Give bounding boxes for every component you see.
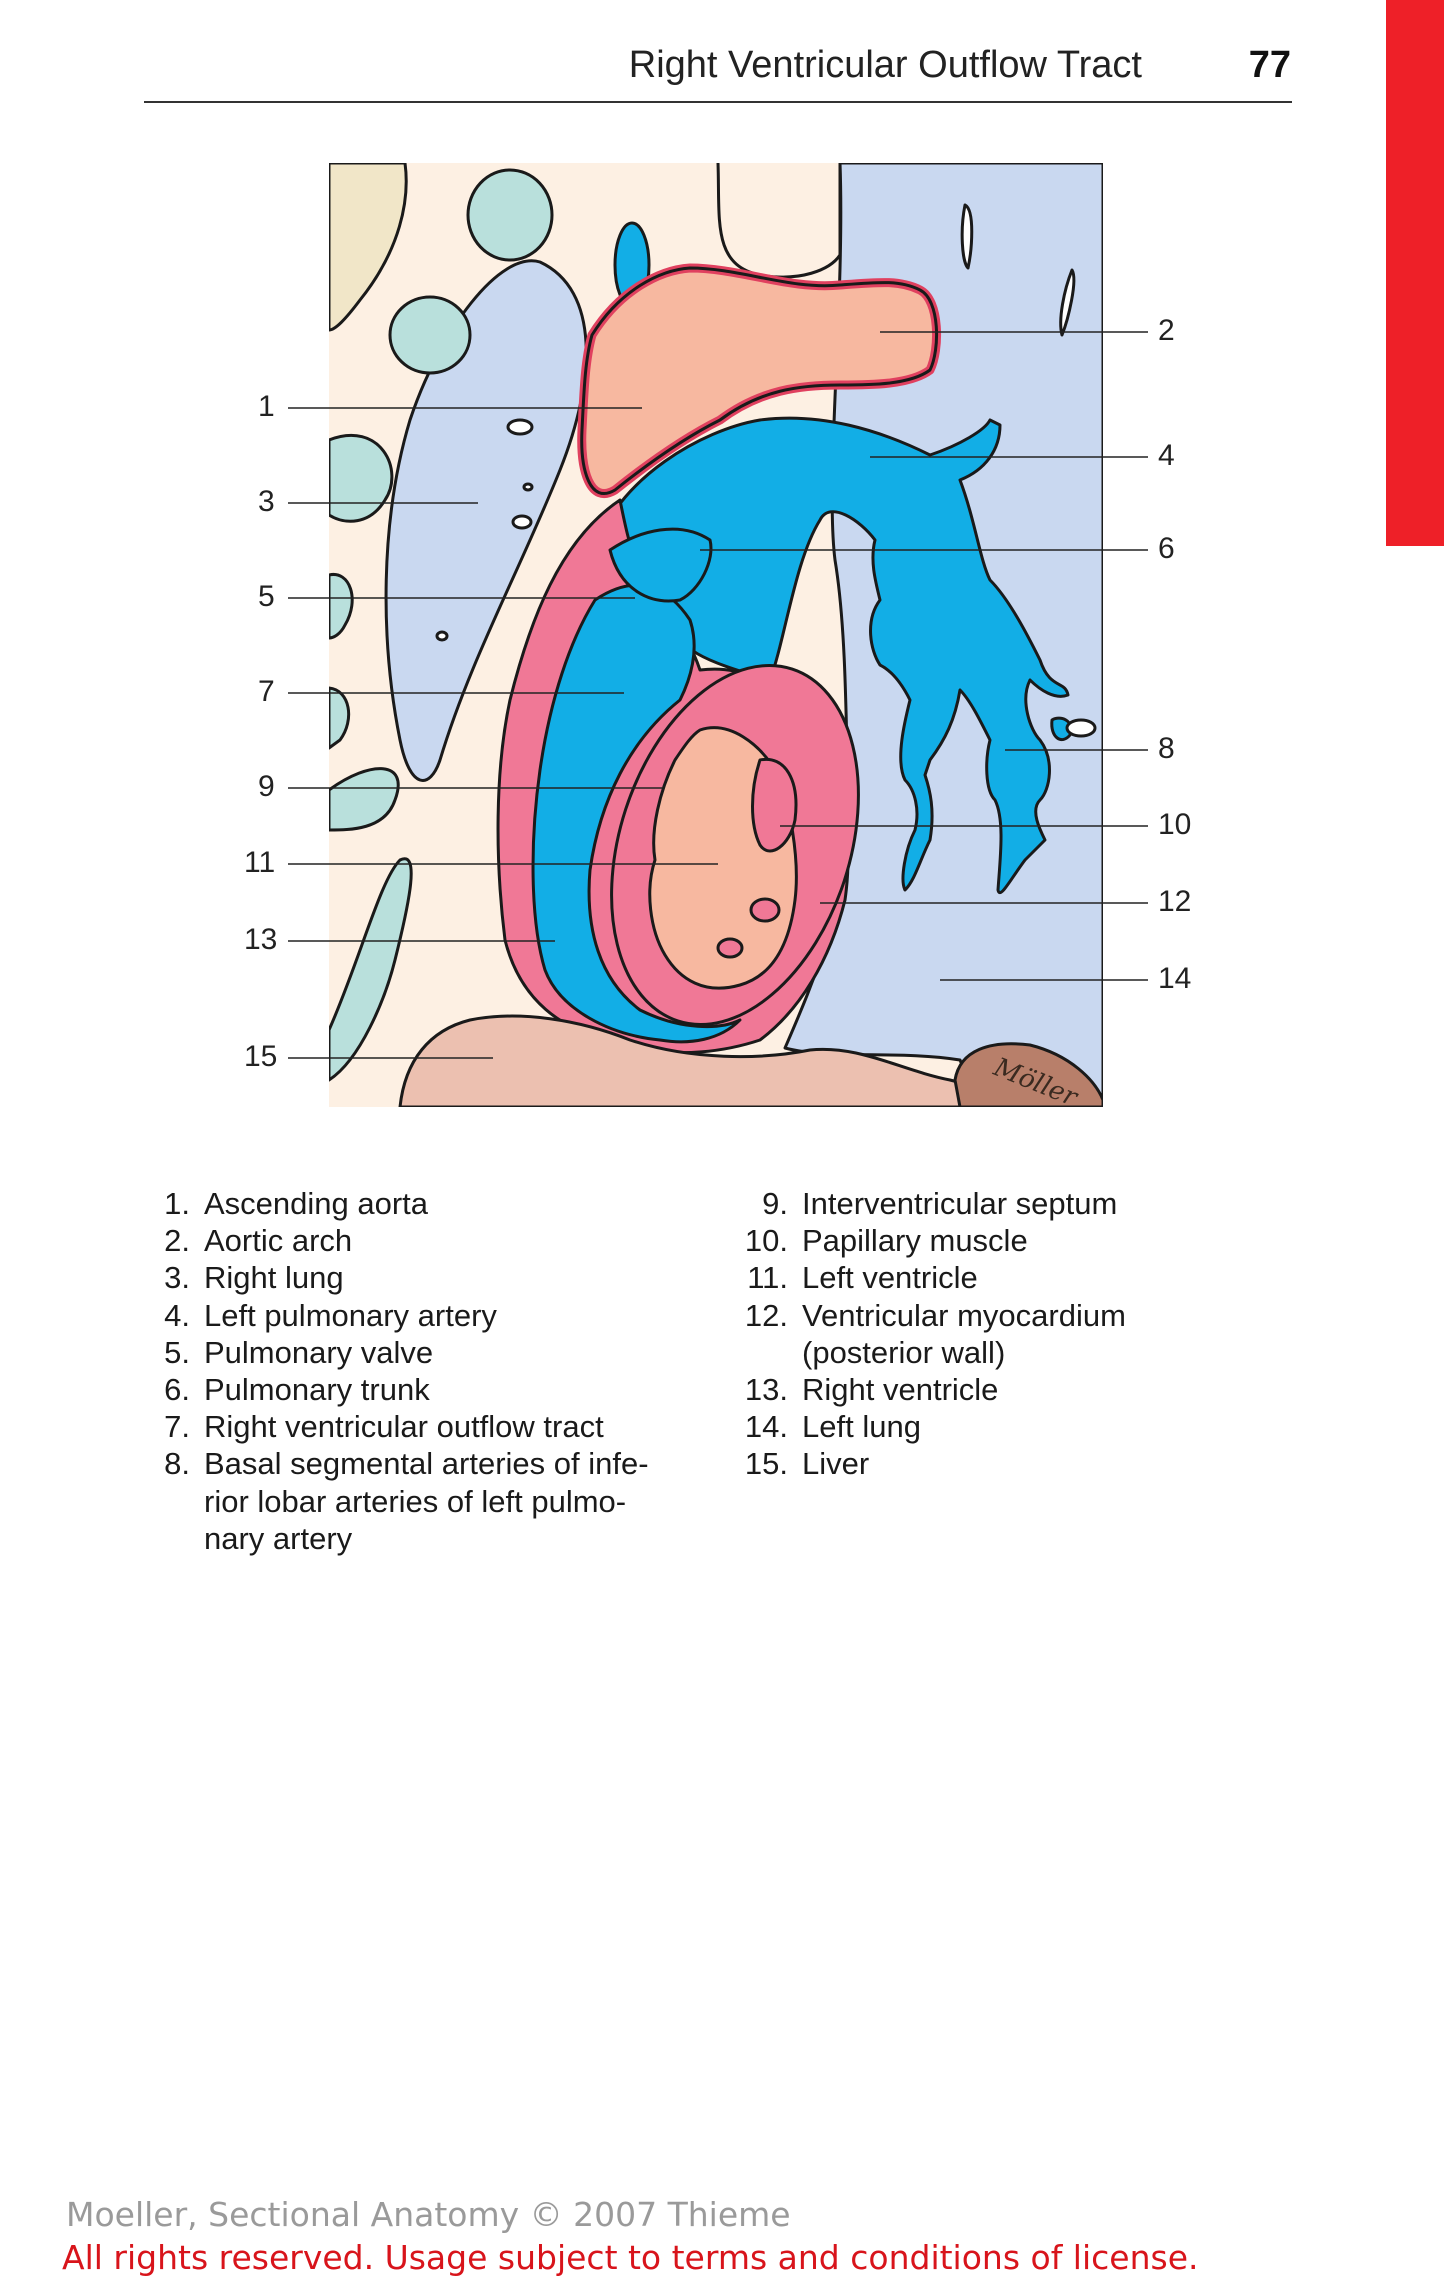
callout-6: 6 <box>1158 532 1175 565</box>
callout-7: 7 <box>258 675 275 708</box>
callout-8: 8 <box>1158 732 1175 765</box>
vessel-circle <box>329 686 350 750</box>
anatomy-illustration: Möller <box>288 163 1148 1107</box>
callout-9: 9 <box>258 770 275 803</box>
legend-item-continued: nary artery <box>204 1520 353 1556</box>
aortic-arch-outline <box>580 266 939 495</box>
legend-right-column: 9.Interventricular septum 10.Papillary m… <box>728 1185 1288 1483</box>
legend-item: 7.Right ventricular outflow tract <box>164 1409 604 1445</box>
pulmonary-valve-junction <box>608 527 713 603</box>
lung-vessel <box>506 418 534 436</box>
legend-item: 15.Liver <box>744 1446 870 1482</box>
lung-vessel <box>511 514 533 530</box>
spleen-region <box>953 1042 1103 1107</box>
callout-1: 1 <box>258 390 275 423</box>
callout-14: 14 <box>1158 962 1192 995</box>
legend-item: 3.Right lung <box>164 1260 344 1296</box>
lpa-branch <box>1050 716 1073 741</box>
right-ventricle-cavity <box>531 583 742 1044</box>
legend-item: 11.Left ventricle <box>747 1260 978 1296</box>
pulmonary-trunk <box>598 416 1070 894</box>
legend-item: 1.Ascending aorta <box>164 1186 429 1221</box>
callout-5: 5 <box>258 580 275 613</box>
license-notice: All rights reserved. Usage subject to te… <box>62 2238 1199 2277</box>
lung-vessel <box>1059 268 1076 337</box>
upper-left-tissue <box>329 163 408 332</box>
legend-item: 5.Pulmonary valve <box>164 1334 434 1370</box>
papillary-muscle <box>751 757 798 853</box>
callout-10: 10 <box>1158 808 1192 841</box>
callout-15: 15 <box>244 1040 278 1073</box>
callout-4: 4 <box>1158 439 1175 472</box>
trabecula <box>716 937 744 959</box>
lung-vessel <box>960 203 974 270</box>
vessel-circle <box>329 573 354 640</box>
lung-vessel <box>435 630 449 642</box>
right-lung-region <box>384 259 588 782</box>
legend-item: 12.Ventricular myocardium <box>744 1297 1126 1333</box>
callout-13: 13 <box>244 923 278 956</box>
lung-vessel <box>522 482 534 492</box>
chapter-thumb-tab <box>1386 0 1444 546</box>
callout-12: 12 <box>1158 885 1192 918</box>
legend-item: 4.Left pulmonary artery <box>164 1297 497 1333</box>
legend-item: 6.Pulmonary trunk <box>164 1372 430 1408</box>
page-number: 77 <box>1248 44 1291 86</box>
lung-vessel <box>1065 718 1097 738</box>
callout-2: 2 <box>1158 314 1175 347</box>
legend-item: 2.Aortic arch <box>164 1223 353 1259</box>
vessel-circle <box>329 767 400 832</box>
leader-lines <box>288 331 1148 1059</box>
legend-item-continued: (posterior wall) <box>802 1334 1006 1370</box>
header-rule <box>144 101 1292 103</box>
vessel-circle <box>329 857 413 1082</box>
legend-item: 13.Right ventricle <box>744 1372 999 1408</box>
callout-3: 3 <box>258 485 275 518</box>
vessel-circle <box>388 295 472 375</box>
vessel-circle <box>466 168 554 262</box>
legend-item: 9.Interventricular septum <box>762 1186 1118 1221</box>
legend-item-continued: rior lobar arteries of left pulmo- <box>204 1483 627 1519</box>
legend-item: 10.Papillary muscle <box>744 1223 1028 1259</box>
running-header-title: Right Ventricular Outflow Tract <box>628 44 1142 86</box>
legend-item: 8.Basal segmental arteries of infe- <box>164 1446 649 1482</box>
callout-11: 11 <box>244 846 276 879</box>
legend-item: 14.Left lung <box>744 1409 921 1445</box>
legend-left-column: 1.Ascending aorta 2.Aortic arch 3.Right … <box>130 1185 670 1557</box>
trabecula <box>749 897 781 923</box>
copyright-notice: Moeller, Sectional Anatomy © 2007 Thieme <box>66 2195 791 2234</box>
vessel-circle <box>329 433 394 523</box>
